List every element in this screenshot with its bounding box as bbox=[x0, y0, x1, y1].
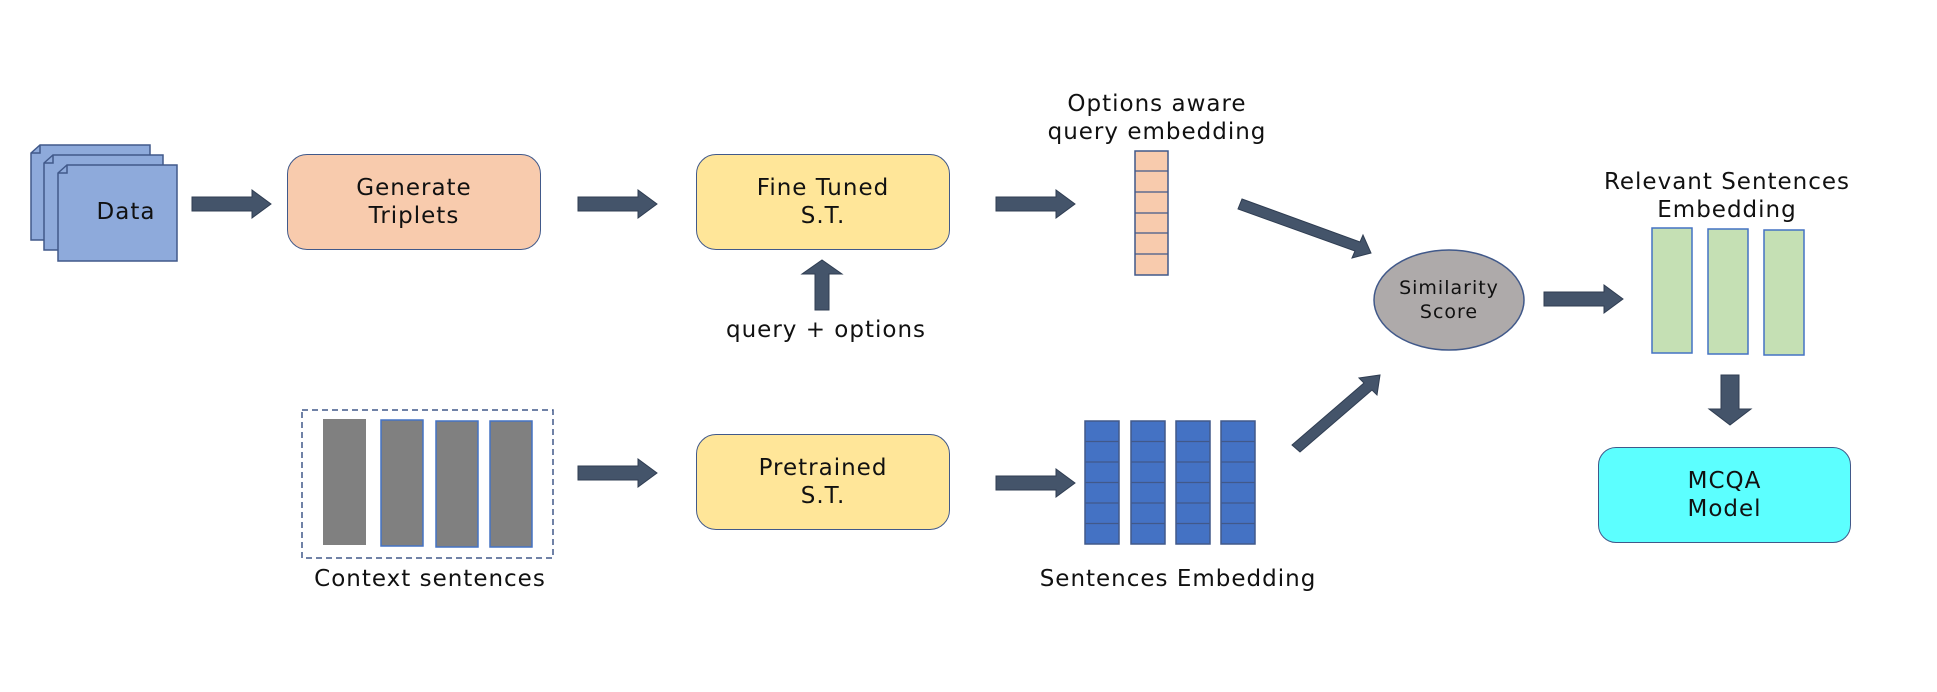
similarity-score-label: Similarity Score bbox=[1399, 277, 1499, 323]
arrow-query-embedding-to-similarity bbox=[1237, 198, 1372, 259]
pretrained-st-node: Pretrained S.T. bbox=[696, 434, 950, 530]
fine-tuned-line2: S.T. bbox=[800, 203, 846, 229]
arrow-similarity-to-relevant bbox=[1543, 284, 1624, 314]
options-aware-query-embedding-label: Options aware query embedding bbox=[1047, 91, 1267, 145]
data-label: Data bbox=[96, 199, 156, 225]
arrow-relevant-to-mcqa bbox=[1707, 374, 1753, 426]
generate-triplets-line2: Triplets bbox=[368, 203, 460, 229]
sentences-embedding-vectors bbox=[1084, 420, 1256, 545]
context-sentences-label: Context sentences bbox=[314, 566, 546, 592]
arrow-data-to-triplets bbox=[191, 189, 272, 219]
arrow-finetuned-to-embedding bbox=[995, 189, 1076, 219]
arrow-query-to-finetuned bbox=[800, 259, 844, 311]
relevant-sentences-embedding-vectors bbox=[1651, 227, 1805, 356]
data-documents-icon bbox=[30, 144, 178, 262]
similarity-score-node-shape bbox=[1373, 249, 1525, 351]
pretrained-line2: S.T. bbox=[800, 483, 846, 509]
arrow-pretrained-to-sentence-embedding bbox=[995, 468, 1076, 498]
arrow-sentence-embedding-to-similarity bbox=[1291, 374, 1381, 453]
arrow-context-to-pretrained bbox=[577, 458, 658, 488]
mcqa-model-node: MCQA Model bbox=[1598, 447, 1851, 543]
mcqa-line1: MCQA bbox=[1687, 468, 1762, 494]
context-sentences-group bbox=[301, 409, 554, 559]
mcqa-line2: Model bbox=[1687, 496, 1762, 522]
query-options-label: query + options bbox=[726, 317, 926, 343]
sentences-embedding-label: Sentences Embedding bbox=[1039, 566, 1317, 592]
arrow-triplets-to-finetuned bbox=[577, 189, 658, 219]
relevant-sentences-embedding-label: Relevant Sentences Embedding bbox=[1603, 169, 1851, 223]
generate-triplets-node: Generate Triplets bbox=[287, 154, 541, 250]
fine-tuned-st-node: Fine Tuned S.T. bbox=[696, 154, 950, 250]
generate-triplets-line1: Generate bbox=[356, 175, 472, 201]
pretrained-line1: Pretrained bbox=[758, 455, 888, 481]
fine-tuned-line1: Fine Tuned bbox=[756, 175, 890, 201]
options-aware-query-embedding-vector bbox=[1134, 150, 1169, 276]
